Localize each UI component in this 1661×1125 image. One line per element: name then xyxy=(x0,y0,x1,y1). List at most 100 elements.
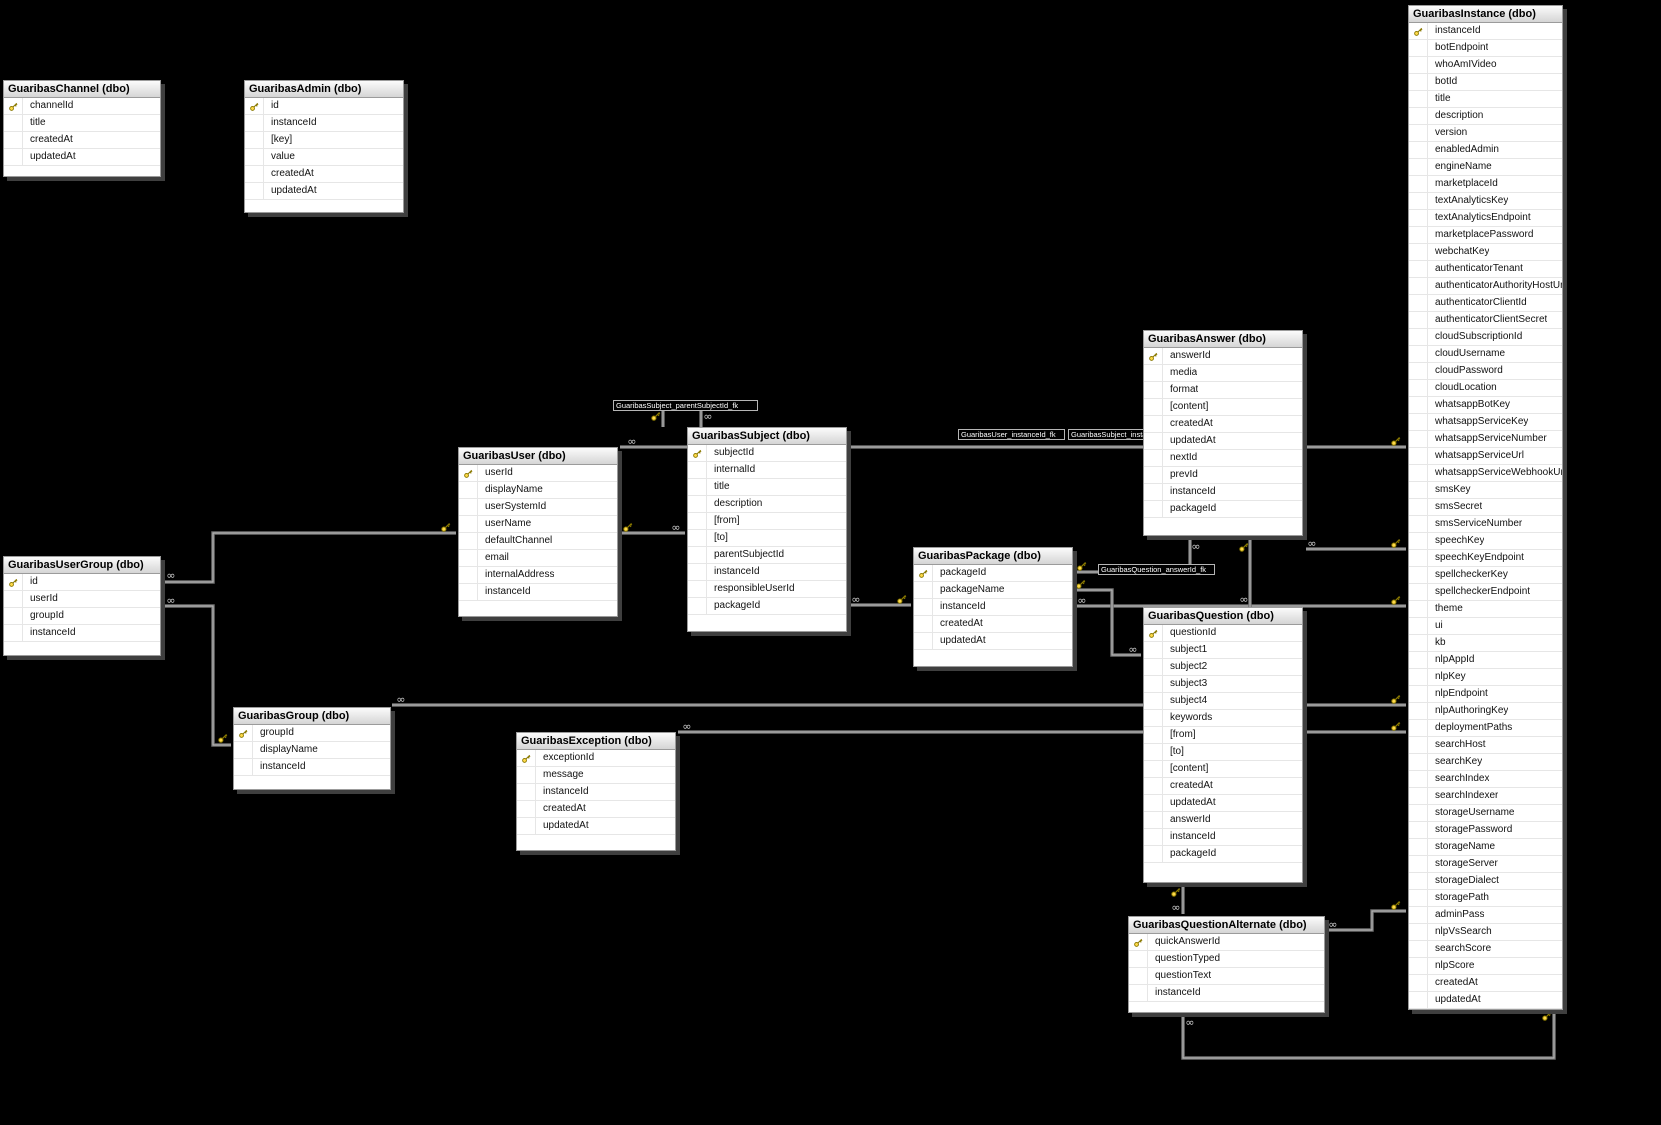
field-row[interactable]: marketplacePassword xyxy=(1409,227,1562,244)
field-row[interactable]: instanceId xyxy=(4,625,160,642)
relationship-label[interactable]: GuaribasQuestion_answerId_fk xyxy=(1098,564,1215,575)
field-row[interactable]: webchatKey xyxy=(1409,244,1562,261)
field-row[interactable]: updatedAt xyxy=(245,183,403,200)
field-row[interactable]: nlpAppId xyxy=(1409,652,1562,669)
field-row[interactable]: instanceId xyxy=(1409,23,1562,40)
table-title[interactable]: GuaribasQuestionAlternate (dbo) xyxy=(1129,917,1324,934)
field-row[interactable]: quickAnswerId xyxy=(1129,934,1324,951)
table-title[interactable]: GuaribasQuestion (dbo) xyxy=(1144,608,1302,625)
field-row[interactable]: textAnalyticsEndpoint xyxy=(1409,210,1562,227)
field-row[interactable]: version xyxy=(1409,125,1562,142)
field-row[interactable]: questionId xyxy=(1144,625,1302,642)
table-title[interactable]: GuaribasPackage (dbo) xyxy=(914,548,1072,565)
table-title[interactable]: GuaribasChannel (dbo) xyxy=(4,81,160,98)
field-row[interactable]: packageName xyxy=(914,582,1072,599)
field-row[interactable]: searchKey xyxy=(1409,754,1562,771)
field-row[interactable]: description xyxy=(1409,108,1562,125)
field-row[interactable]: createdAt xyxy=(1144,416,1302,433)
field-row[interactable]: updatedAt xyxy=(1144,433,1302,450)
field-row[interactable]: nlpVsSearch xyxy=(1409,924,1562,941)
field-row[interactable]: marketplaceId xyxy=(1409,176,1562,193)
field-row[interactable]: cloudSubscriptionId xyxy=(1409,329,1562,346)
field-row[interactable]: instanceId xyxy=(234,759,390,776)
table-title[interactable]: GuaribasInstance (dbo) xyxy=(1409,6,1562,23)
field-row[interactable]: value xyxy=(245,149,403,166)
field-row[interactable]: internalId xyxy=(688,462,846,479)
field-row[interactable]: questionText xyxy=(1129,968,1324,985)
field-row[interactable]: instanceId xyxy=(245,115,403,132)
field-row[interactable]: storageDialect xyxy=(1409,873,1562,890)
field-row[interactable]: userSystemId xyxy=(459,499,617,516)
field-row[interactable]: whoAmIVideo xyxy=(1409,57,1562,74)
field-row[interactable]: smsKey xyxy=(1409,482,1562,499)
field-row[interactable]: createdAt xyxy=(914,616,1072,633)
field-row[interactable]: createdAt xyxy=(4,132,160,149)
field-row[interactable]: authenticatorAuthorityHostUrl xyxy=(1409,278,1562,295)
field-row[interactable]: answerId xyxy=(1144,348,1302,365)
field-row[interactable]: subject1 xyxy=(1144,642,1302,659)
field-row[interactable]: searchScore xyxy=(1409,941,1562,958)
field-row[interactable]: whatsappServiceKey xyxy=(1409,414,1562,431)
table-title[interactable]: GuaribasException (dbo) xyxy=(517,733,675,750)
field-row[interactable]: authenticatorClientId xyxy=(1409,295,1562,312)
field-row[interactable]: userName xyxy=(459,516,617,533)
field-row[interactable]: authenticatorClientSecret xyxy=(1409,312,1562,329)
field-row[interactable]: parentSubjectId xyxy=(688,547,846,564)
field-row[interactable]: smsSecret xyxy=(1409,499,1562,516)
field-row[interactable]: whatsappServiceNumber xyxy=(1409,431,1562,448)
field-row[interactable]: title xyxy=(4,115,160,132)
field-row[interactable]: prevId xyxy=(1144,467,1302,484)
field-row[interactable]: email xyxy=(459,550,617,567)
field-row[interactable]: whatsappServiceWebhookUrl xyxy=(1409,465,1562,482)
field-row[interactable]: userId xyxy=(459,465,617,482)
field-row[interactable]: storagePassword xyxy=(1409,822,1562,839)
field-row[interactable]: displayName xyxy=(234,742,390,759)
field-row[interactable]: botEndpoint xyxy=(1409,40,1562,57)
field-row[interactable]: updatedAt xyxy=(914,633,1072,650)
field-row[interactable]: engineName xyxy=(1409,159,1562,176)
field-row[interactable]: enabledAdmin xyxy=(1409,142,1562,159)
field-row[interactable]: packageId xyxy=(1144,501,1302,518)
relationship-label[interactable]: GuaribasUser_instanceId_fk xyxy=(958,429,1065,440)
field-row[interactable]: searchHost xyxy=(1409,737,1562,754)
field-row[interactable]: updatedAt xyxy=(1144,795,1302,812)
field-row[interactable]: cloudUsername xyxy=(1409,346,1562,363)
field-row[interactable]: groupId xyxy=(234,725,390,742)
field-row[interactable]: searchIndex xyxy=(1409,771,1562,788)
field-row[interactable]: packageId xyxy=(1144,846,1302,863)
field-row[interactable]: storageUsername xyxy=(1409,805,1562,822)
field-row[interactable]: updatedAt xyxy=(517,818,675,835)
field-row[interactable]: storageName xyxy=(1409,839,1562,856)
field-row[interactable]: createdAt xyxy=(245,166,403,183)
field-row[interactable]: instanceId xyxy=(459,584,617,601)
field-row[interactable]: responsibleUserId xyxy=(688,581,846,598)
field-row[interactable]: keywords xyxy=(1144,710,1302,727)
field-row[interactable]: searchIndexer xyxy=(1409,788,1562,805)
field-row[interactable]: nextId xyxy=(1144,450,1302,467)
table-title[interactable]: GuaribasSubject (dbo) xyxy=(688,428,846,445)
field-row[interactable]: theme xyxy=(1409,601,1562,618)
field-row[interactable]: message xyxy=(517,767,675,784)
field-row[interactable]: nlpScore xyxy=(1409,958,1562,975)
field-row[interactable]: updatedAt xyxy=(4,149,160,166)
field-row[interactable]: ui xyxy=(1409,618,1562,635)
table-title[interactable]: GuaribasUserGroup (dbo) xyxy=(4,557,160,574)
field-row[interactable]: id xyxy=(245,98,403,115)
field-row[interactable]: whatsappServiceUrl xyxy=(1409,448,1562,465)
relationship-label[interactable]: GuaribasSubject_instanceId_fk xyxy=(1068,429,1147,440)
table-title[interactable]: GuaribasAdmin (dbo) xyxy=(245,81,403,98)
field-row[interactable]: instanceId xyxy=(517,784,675,801)
field-row[interactable]: nlpAuthoringKey xyxy=(1409,703,1562,720)
field-row[interactable]: nlpKey xyxy=(1409,669,1562,686)
field-row[interactable]: spellcheckerEndpoint xyxy=(1409,584,1562,601)
field-row[interactable]: [from] xyxy=(688,513,846,530)
field-row[interactable]: createdAt xyxy=(1409,975,1562,992)
field-row[interactable]: [key] xyxy=(245,132,403,149)
